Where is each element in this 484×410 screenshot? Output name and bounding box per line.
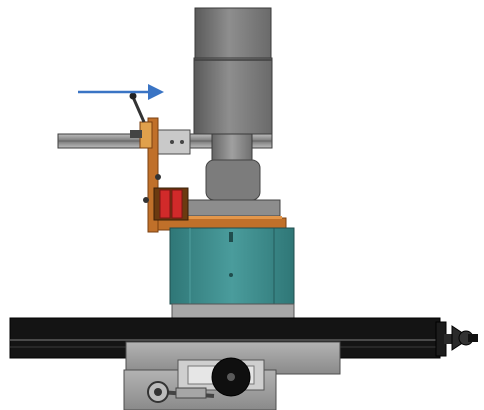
dial-indicator [143, 174, 189, 221]
machine-head [193, 7, 273, 135]
machine-column [169, 227, 295, 319]
rail-clamp [157, 129, 191, 155]
table-handwheel [451, 325, 478, 351]
direction-arrow [78, 84, 164, 100]
clamp-lever [129, 92, 146, 138]
base-handwheel [147, 357, 251, 403]
